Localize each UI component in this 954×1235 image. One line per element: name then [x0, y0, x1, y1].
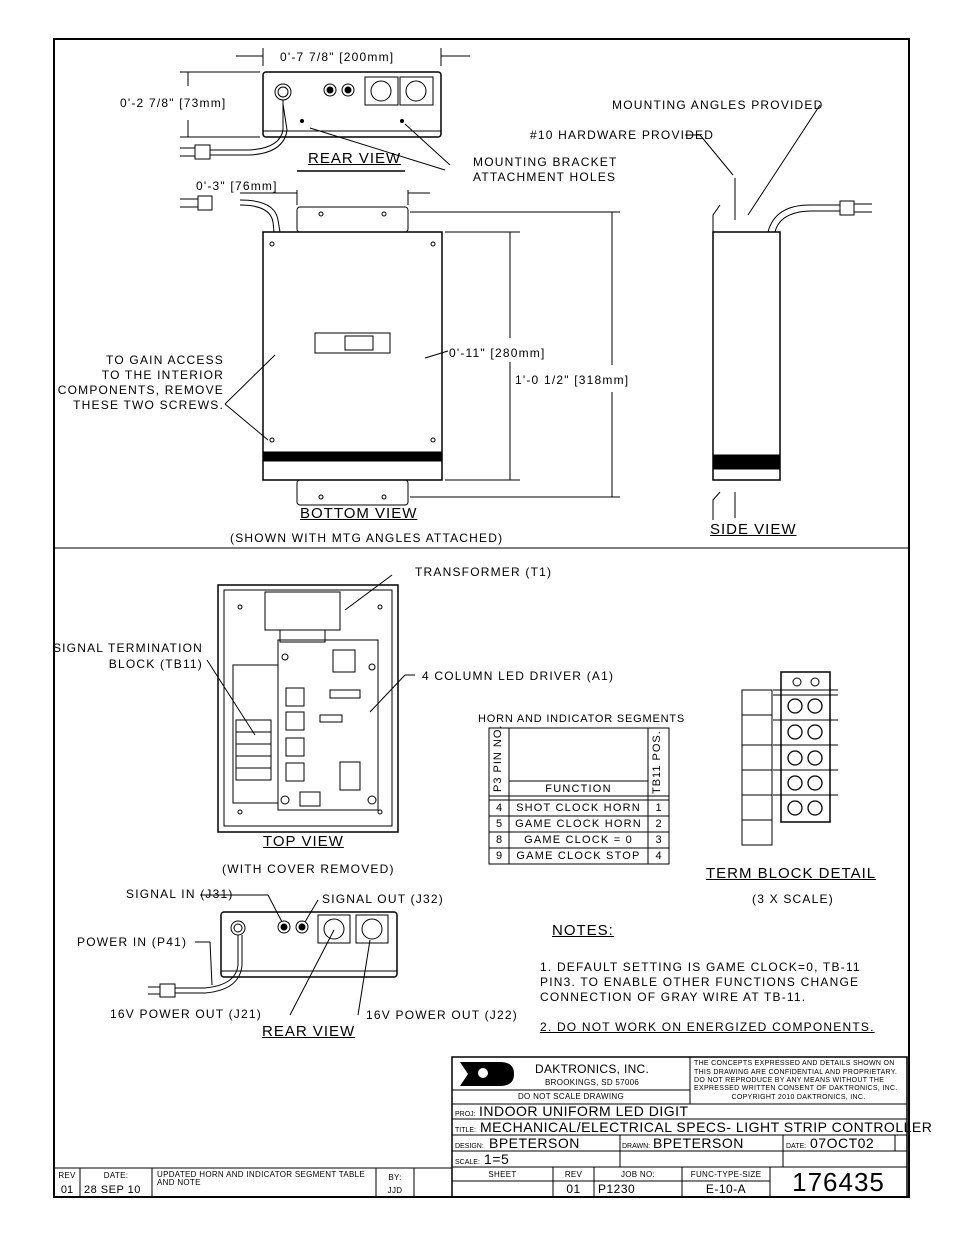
date-label: DATE:: [786, 1143, 807, 1150]
project-name: INDOOR UNIFORM LED DIGIT: [479, 1103, 689, 1119]
term-block-subtitle: (3 X SCALE): [752, 892, 834, 906]
pin-cell: 8: [495, 834, 503, 846]
note-1-line-3: CONNECTION OF GRAY WIRE AT TB-11.: [540, 990, 807, 1004]
by-value: JJD: [387, 1186, 403, 1195]
term-block-detail: [741, 671, 838, 846]
rev-date-label: DATE:: [103, 1171, 129, 1180]
term-block-title: TERM BLOCK DETAIL: [706, 865, 877, 882]
driver-label: 4 COLUMN LED DRIVER (A1): [422, 669, 615, 683]
rev-label: REV: [564, 1170, 583, 1179]
power-out-j22-label: 16V POWER OUT (J22): [366, 1008, 518, 1022]
pos-cell: 3: [655, 834, 662, 846]
pin-cell: 9: [495, 850, 503, 862]
drawing-title: MECHANICAL/ELECTRICAL SPECS- LIGHT STRIP…: [480, 1119, 933, 1135]
job-number: P1230: [598, 1182, 636, 1196]
drawn-label: DRAWN:: [622, 1143, 651, 1150]
mounting-angles-note: MOUNTING ANGLES PROVIDED: [612, 98, 824, 112]
bracket-dim: 0'-3" [76mm]: [196, 179, 278, 193]
notes-title: NOTES:: [552, 922, 614, 939]
screws-note-1: TO GAIN ACCESS: [106, 353, 224, 367]
rev-date: 28 SEP 10: [84, 1184, 141, 1196]
design-label: DESIGN:: [455, 1143, 484, 1150]
confidential-line: COPYRIGHT 2010 DAKTRONICS, INC.: [731, 1094, 866, 1101]
rear-view-2-title: REAR VIEW: [262, 1023, 356, 1040]
bottom-view: [180, 190, 620, 506]
rear-view-title: REAR VIEW: [308, 150, 402, 167]
pos-cell: 4: [655, 850, 662, 862]
pos-cell: 2: [655, 818, 662, 830]
fts-label: FUNC-TYPE-SIZE: [690, 1170, 762, 1179]
drawing-number: 176435: [792, 1167, 885, 1197]
designer: BPETERSON: [489, 1135, 580, 1151]
sheet-label: SHEET: [488, 1170, 517, 1179]
title-label: TITLE:: [455, 1127, 477, 1134]
inner-dim: 0'-11" [280mm]: [449, 346, 546, 360]
segments-table-title: HORN AND INDICATOR SEGMENTS: [478, 713, 685, 725]
power-out-j21-label: 16V POWER OUT (J21): [110, 1007, 262, 1021]
screws-note-2: TO THE INTERIOR: [101, 368, 224, 382]
pos-header: TB11 POS.: [651, 730, 663, 794]
confidential-line: THE CONCEPTS EXPRESSED AND DETAILS SHOWN…: [694, 1060, 895, 1067]
proj-label: PROJ:: [455, 1111, 476, 1118]
holes-note-1: MOUNTING BRACKET: [473, 155, 618, 169]
confidential-line: EXPRESSED WRITTEN CONSENT OF DAKTRONICS,…: [694, 1085, 898, 1092]
rear-width-dim: 0'-7 7/8" [200mm]: [280, 50, 395, 64]
function-cell: GAME CLOCK = 0: [524, 834, 633, 846]
termination-label-2: BLOCK (TB11): [108, 657, 203, 671]
drawing-scale: 1=5: [484, 1151, 510, 1167]
side-view: [685, 104, 872, 520]
confidential-line: THIS DRAWING ARE CONFIDENTIAL AND PROPRI…: [694, 1069, 898, 1076]
screws-note-3: COMPONENTS, REMOVE: [57, 383, 224, 397]
segments-table-lines: [488, 727, 670, 865]
signal-out-label: SIGNAL OUT (J32): [322, 892, 444, 906]
drafter: BPETERSON: [653, 1135, 744, 1151]
pin-cell: 5: [495, 818, 503, 830]
confidential-line: DO NOT REPRODUCE BY ANY MEANS WITHOUT TH…: [694, 1077, 885, 1084]
side-view-title: SIDE VIEW: [710, 521, 797, 538]
function-cell: SHOT CLOCK HORN: [516, 802, 641, 814]
company-location: BROOKINGS, SD 57006: [545, 1078, 640, 1087]
pin-header: P3 PIN NO.: [492, 724, 504, 792]
note-1-line-1: 1. DEFAULT SETTING IS GAME CLOCK=0, TB-1…: [540, 960, 861, 974]
func-type-size: E-10-A: [705, 1182, 747, 1196]
power-in-label: POWER IN (P41): [77, 935, 188, 949]
title-block-lines: [54, 1056, 908, 1198]
company-name: DAKTRONICS, INC.: [535, 1062, 650, 1076]
rear-view-top: [180, 48, 470, 172]
pos-cell: 1: [655, 802, 662, 814]
holes-note-2: ATTACHMENT HOLES: [473, 170, 617, 184]
rev-block-value: 01: [60, 1184, 74, 1196]
rev-description-1: UPDATED HORN AND INDICATOR SEGMENT TABLE: [157, 1170, 366, 1179]
transformer-label: TRANSFORMER (T1): [415, 565, 553, 579]
note-1-line-2: PIN3. TO ENABLE OTHER FUNCTIONS CHANGE: [540, 975, 860, 989]
top-view: [206, 574, 415, 833]
rev-block-label: REV: [58, 1171, 76, 1180]
termination-label-1: SIGNAL TERMINATION: [52, 641, 203, 655]
by-label: BY:: [388, 1173, 402, 1182]
screws-note-4: THESE TWO SCREWS.: [73, 398, 224, 412]
rev-description-2: AND NOTE: [157, 1178, 201, 1187]
bottom-view-subtitle: (SHOWN WITH MTG ANGLES ATTACHED): [230, 531, 504, 545]
do-not-scale: DO NOT SCALE DRAWING: [517, 1092, 624, 1101]
function-cell: GAME CLOCK STOP: [516, 850, 641, 862]
signal-in-label: SIGNAL IN (J31): [126, 887, 234, 901]
scale-label: SCALE:: [455, 1159, 480, 1166]
rev-value: 01: [566, 1182, 581, 1196]
top-view-subtitle: (WITH COVER REMOVED): [222, 862, 395, 876]
hardware-note: #10 HARDWARE PROVIDED: [530, 128, 715, 142]
note-2: 2. DO NOT WORK ON ENERGIZED COMPONENTS.: [540, 1020, 875, 1034]
job-label: JOB NO:: [620, 1170, 656, 1179]
top-view-title: TOP VIEW: [263, 833, 344, 850]
rear-view-bottom: [148, 894, 398, 1016]
rear-height-dim: 0'-2 7/8" [73mm]: [120, 96, 227, 110]
function-header: FUNCTION: [545, 783, 612, 795]
outer-dim: 1'-0 1/2" [318mm]: [515, 373, 630, 387]
bottom-view-title: BOTTOM VIEW: [300, 505, 418, 522]
drawing-date: 07OCT02: [810, 1135, 875, 1151]
function-cell: GAME CLOCK HORN: [515, 818, 642, 830]
pin-cell: 4: [495, 802, 503, 814]
